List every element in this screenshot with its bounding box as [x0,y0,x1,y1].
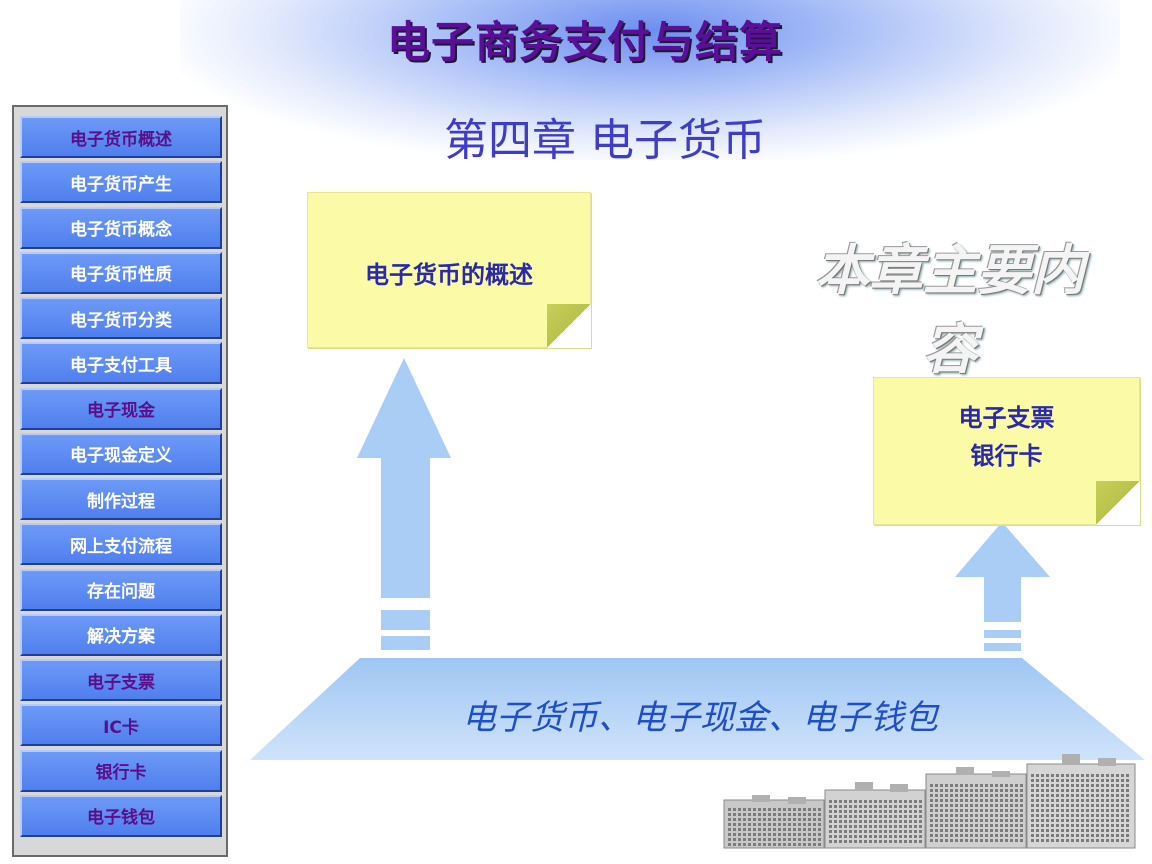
base-platform [250,658,1145,760]
note-fold-icon [1096,481,1140,525]
nav-button[interactable]: 网上支付流程 [20,523,222,566]
note-overview-text: 电子货币的概述 [365,260,533,289]
nav-button[interactable]: 电子货币概念 [20,206,222,249]
nav-button[interactable]: 存在问题 [20,568,222,611]
nav-button[interactable]: 电子支票 [20,659,222,701]
up-arrow-right-icon [955,522,1050,651]
nav-button[interactable]: 电子货币性质 [20,251,222,294]
nav-button[interactable]: 电子钱包 [20,794,222,837]
note-overview: 电子货币的概述 [307,192,591,348]
note-tools-line1: 电子支票 [958,403,1055,432]
city-buildings-icon [723,754,1136,849]
header-glow [180,0,1120,160]
nav-button[interactable]: 电子货币分类 [20,297,222,339]
main-content-wordart: 本章主要内容 [815,238,1085,381]
base-label: 电子货币、电子现金、电子钱包 [462,698,938,738]
note-tools: 电子支票 银行卡 [873,377,1140,525]
nav-button[interactable]: 电子支付工具 [20,342,222,385]
nav-list: 电子货币概述电子货币产生电子货币概念电子货币性质电子货币分类电子支付工具电子现金… [20,116,222,840]
nav-button[interactable]: IC卡 [20,704,222,747]
nav-button[interactable]: 电子货币概述 [20,116,222,158]
up-arrow-left-icon [357,358,451,650]
note-fold-icon [547,304,591,348]
nav-button[interactable]: 制作过程 [20,478,222,520]
note-tools-line2: 银行卡 [970,441,1043,470]
nav-button[interactable]: 银行卡 [20,749,222,792]
nav-button[interactable]: 电子现金定义 [20,432,222,475]
nav-button[interactable]: 解决方案 [20,613,222,656]
chapter-title: 第四章 电子货币 [444,115,766,166]
main-title: 电子商务支付与结算 [387,18,783,68]
sidebar: 电子货币概述电子货币产生电子货币概念电子货币性质电子货币分类电子支付工具电子现金… [12,105,228,857]
nav-button[interactable]: 电子现金 [20,387,222,430]
nav-button[interactable]: 电子货币产生 [20,161,222,204]
